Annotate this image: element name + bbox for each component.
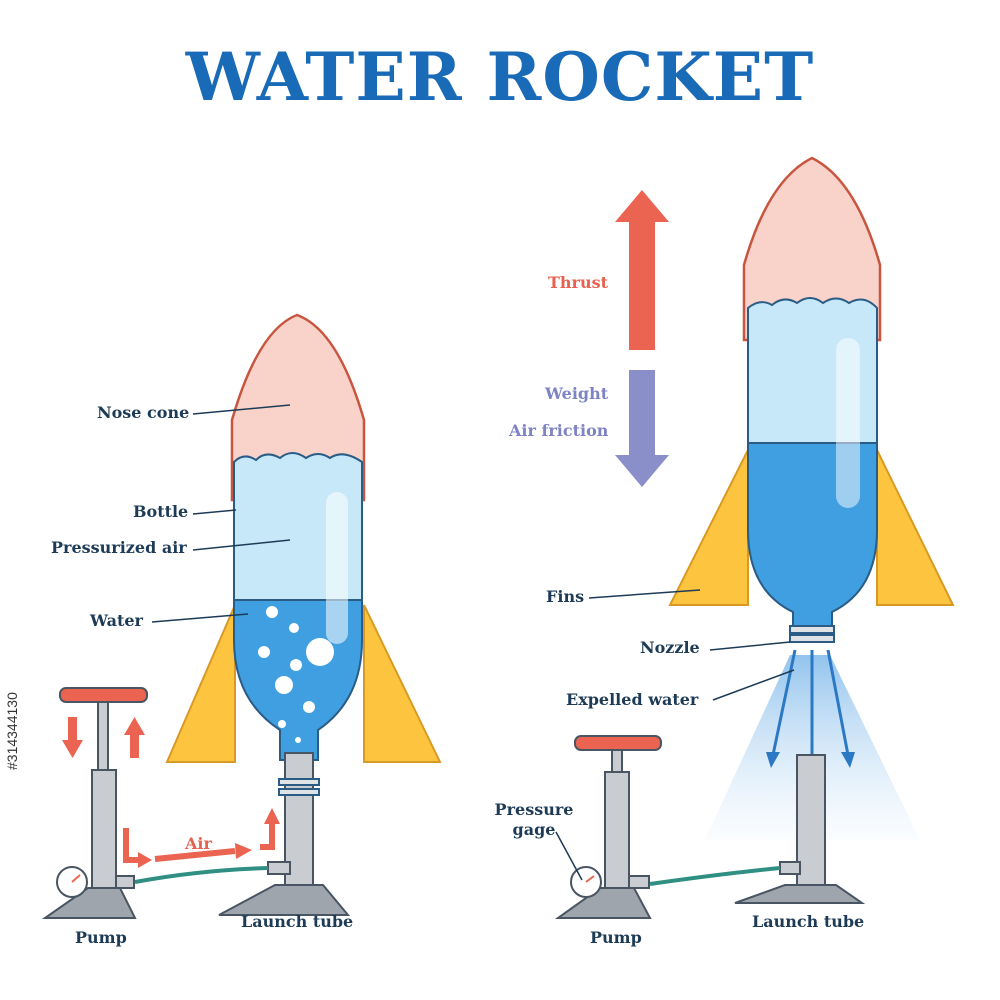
left-fin-left: [165, 604, 236, 763]
left-pump: [41, 687, 148, 919]
arrow-head: [841, 752, 855, 768]
page-title: WATER ROCKET: [185, 38, 815, 116]
left-fin-right: [363, 604, 442, 763]
left-hose: [134, 866, 269, 884]
nozzle-ring: [789, 634, 835, 643]
bubble: [275, 676, 293, 694]
right-launch-tube: [734, 754, 866, 904]
label-nose-cone: Nose cone: [97, 403, 190, 422]
expelled-water-arrows: [771, 649, 850, 760]
air-arrow-head-1: [138, 852, 152, 868]
left-rocket: [165, 313, 442, 763]
right-nose-cone: [742, 156, 882, 342]
label-pump-right: Pump: [590, 928, 642, 947]
right-rocket: [668, 156, 955, 643]
pump-down-arrow-icon: [62, 717, 83, 758]
left-launch-tube: [218, 752, 351, 916]
air-arrow-head-3: [264, 808, 280, 824]
left-leader-lines: [151, 404, 291, 623]
bubble: [258, 646, 270, 658]
right-pump: [554, 735, 662, 919]
air-arrow-head-2: [235, 843, 252, 859]
label-thrust: Thrust: [548, 273, 608, 292]
bubble: [295, 737, 301, 743]
label-fins: Fins: [546, 587, 585, 606]
bottle-highlight: [836, 338, 860, 508]
left-nose-cone: [230, 313, 366, 502]
label-bottle: Bottle: [133, 502, 189, 521]
bubble: [278, 720, 286, 728]
label-air-friction: Air friction: [509, 421, 609, 440]
bubble: [266, 606, 278, 618]
label-weight: Weight: [545, 384, 609, 403]
right-hose: [649, 866, 781, 886]
label-pressurized-air: Pressurized air: [51, 538, 187, 557]
bubble: [303, 701, 315, 713]
nozzle-ring: [789, 625, 835, 634]
bottle-highlight: [326, 492, 348, 644]
thrust-arrow-icon: [615, 190, 669, 350]
bubble: [306, 638, 334, 666]
right-fin-left: [668, 449, 749, 606]
weight-arrow-icon: [615, 370, 669, 487]
pressure-gauge-icon: [570, 866, 602, 898]
label-pump-left: Pump: [75, 928, 127, 947]
label-nozzle: Nozzle: [640, 638, 700, 657]
label-launch-tube-left: Launch tube: [241, 912, 354, 931]
arrow-head: [766, 752, 780, 768]
right-leader-lines: [555, 589, 795, 881]
label-air: Air: [185, 834, 212, 853]
pressure-gauge-icon: [56, 866, 88, 898]
right-fin-right: [876, 449, 955, 606]
label-expelled-water: Expelled water: [566, 690, 699, 709]
bubble: [290, 659, 302, 671]
label-pressure-gage: Pressure gage: [494, 800, 574, 839]
air-flow-arrow-icon: [123, 823, 275, 863]
label-water: Water: [90, 611, 143, 630]
pump-up-arrow-icon: [124, 717, 145, 758]
bubble: [289, 623, 299, 633]
label-launch-tube-right: Launch tube: [752, 912, 865, 931]
